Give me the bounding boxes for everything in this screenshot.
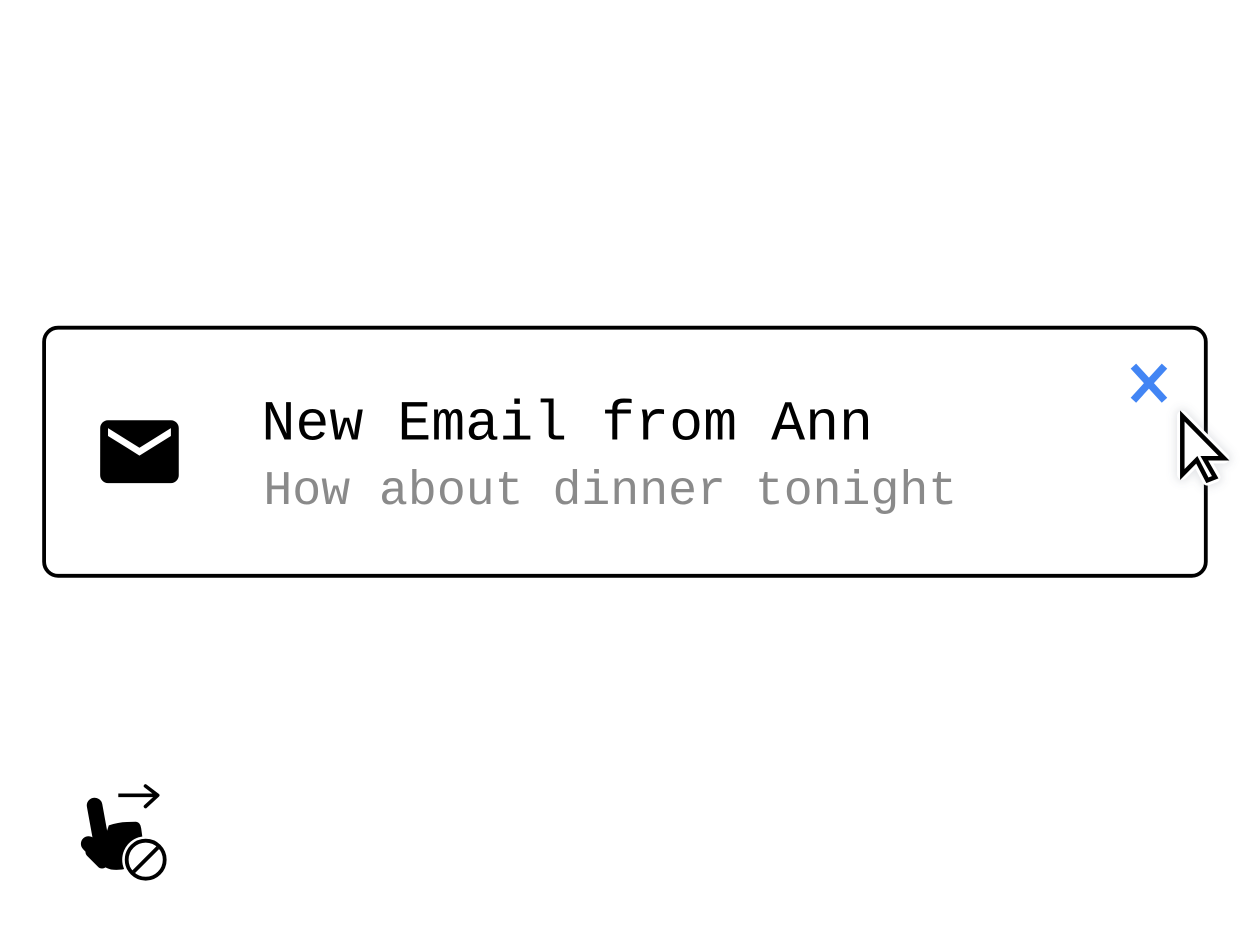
svg-text:How about dinner tonight: How about dinner tonight [263,465,957,519]
svg-text:New Email from Ann: New Email from Ann [261,394,873,458]
